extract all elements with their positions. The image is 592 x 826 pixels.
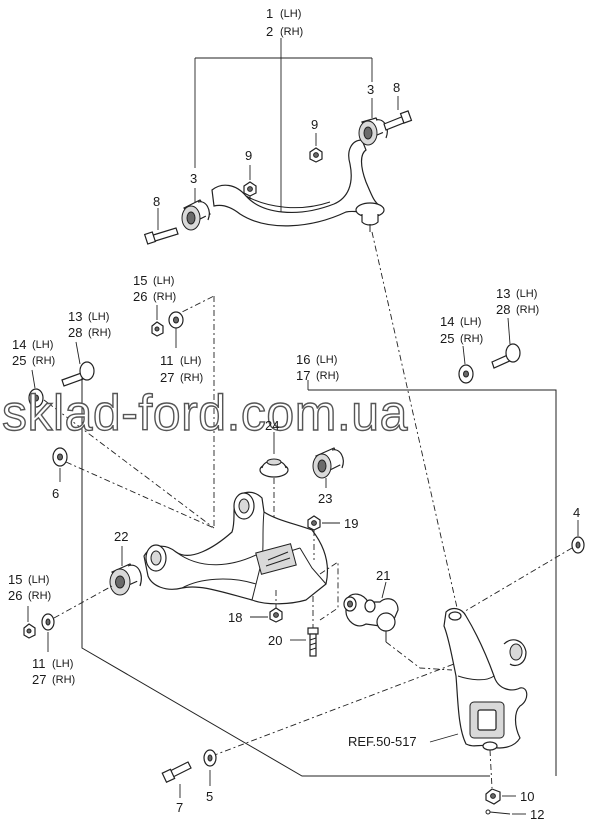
callout-11-top-side: (LH) bbox=[180, 355, 201, 367]
callout-13-right-side: (LH) bbox=[516, 288, 537, 300]
callout-26-top: 26 bbox=[133, 289, 147, 304]
callout-3-left: 3 bbox=[190, 171, 197, 186]
callout-5: 5 bbox=[206, 789, 213, 804]
callout-13-right: 13 bbox=[496, 286, 510, 301]
bottom-hardware-group bbox=[161, 663, 526, 815]
washer-4 bbox=[571, 520, 585, 554]
callout-23: 23 bbox=[318, 491, 332, 506]
callout-24: 24 bbox=[265, 418, 279, 433]
callout-28-right: 28 bbox=[496, 302, 510, 317]
callout-15-bottom: 15 bbox=[8, 572, 22, 587]
washer-14-right bbox=[458, 345, 474, 384]
callout-15-bottom-side: (LH) bbox=[28, 574, 49, 586]
upper-arm-group bbox=[143, 38, 413, 245]
callout-9-right: 9 bbox=[311, 117, 318, 132]
callout-6: 6 bbox=[52, 486, 59, 501]
callout-9-left: 9 bbox=[245, 148, 252, 163]
callout-10: 10 bbox=[520, 789, 534, 804]
callout-7: 7 bbox=[176, 800, 183, 815]
reference-label: REF.50-517 bbox=[348, 734, 417, 749]
callout-15-top-side: (LH) bbox=[153, 275, 174, 287]
bolt-8-right bbox=[383, 96, 413, 131]
bump-stop-24 bbox=[259, 432, 289, 524]
callout-11-bottom: 11 bbox=[32, 656, 46, 671]
nut-9-right bbox=[309, 133, 323, 163]
callout-21: 21 bbox=[376, 568, 390, 583]
nut-19 bbox=[307, 515, 340, 560]
callout-11-bottom-side: (LH) bbox=[52, 658, 73, 670]
callout-17-side: (RH) bbox=[316, 370, 339, 382]
callout-16-side: (LH) bbox=[316, 354, 337, 366]
callout-26-top-side: (RH) bbox=[153, 291, 176, 303]
lower-arm-group bbox=[109, 432, 344, 657]
nut-10 bbox=[485, 749, 516, 805]
callout-1: 1 bbox=[266, 6, 273, 21]
callout-13-left-side: (LH) bbox=[88, 311, 109, 323]
callout-25-right-side: (RH) bbox=[460, 333, 483, 345]
bolt-13-left bbox=[61, 341, 95, 387]
callout-26-bottom: 26 bbox=[8, 588, 22, 603]
right-hardware-group bbox=[307, 317, 585, 776]
callout-2-side: (RH) bbox=[280, 26, 303, 38]
callout-28-left: 28 bbox=[68, 325, 82, 340]
cotter-pin-12 bbox=[485, 809, 526, 815]
callout-18: 18 bbox=[228, 610, 242, 625]
upper-bushing-right bbox=[358, 117, 388, 146]
upper-bushing-left bbox=[181, 199, 211, 231]
callout-27-bottom: 27 bbox=[32, 672, 46, 687]
left-hardware-group bbox=[28, 295, 490, 777]
bushing-23 bbox=[312, 447, 344, 488]
callout-labels: 1 (LH) 2 (RH) 3 8 9 9 3 8 15 (LH) 26 (RH… bbox=[8, 6, 580, 822]
bolt-8-left bbox=[143, 208, 179, 245]
callout-2: 2 bbox=[266, 24, 273, 39]
callout-16: 16 bbox=[296, 352, 310, 367]
upper-control-arm bbox=[211, 139, 381, 227]
washer-5 bbox=[203, 749, 217, 786]
callout-17: 17 bbox=[296, 368, 310, 383]
callout-22: 22 bbox=[114, 529, 128, 544]
callout-1-side: (LH) bbox=[280, 8, 301, 20]
callout-28-right-side: (RH) bbox=[516, 304, 539, 316]
washer-14-left bbox=[28, 369, 44, 408]
bolt-13-right bbox=[491, 317, 521, 369]
callout-8-left: 8 bbox=[153, 194, 160, 209]
callout-15-top: 15 bbox=[133, 273, 147, 288]
ball-joint-21 bbox=[343, 581, 453, 671]
steering-knuckle bbox=[443, 607, 528, 751]
lower-control-arm bbox=[143, 491, 329, 605]
callout-14-left: 14 bbox=[12, 337, 26, 352]
callout-25-left: 25 bbox=[12, 353, 26, 368]
bolt-7 bbox=[161, 761, 192, 798]
callout-8-right: 8 bbox=[393, 80, 400, 95]
callout-14-right: 14 bbox=[440, 314, 454, 329]
washer-6 bbox=[52, 447, 68, 482]
callout-28-left-side: (RH) bbox=[88, 327, 111, 339]
callout-26-bottom-side: (RH) bbox=[28, 590, 51, 602]
watermark-text: sklad-ford.com.ua bbox=[2, 385, 408, 441]
bolt-20 bbox=[290, 596, 319, 657]
callout-27-top: 27 bbox=[160, 370, 174, 385]
callout-14-right-side: (LH) bbox=[460, 316, 481, 328]
callout-14-left-side: (LH) bbox=[32, 339, 53, 351]
callout-3-right: 3 bbox=[367, 82, 374, 97]
callout-13-left: 13 bbox=[68, 309, 82, 324]
callout-19: 19 bbox=[344, 516, 358, 531]
bushing-22 bbox=[109, 546, 142, 596]
callout-27-top-side: (RH) bbox=[180, 372, 203, 384]
callout-25-left-side: (RH) bbox=[32, 355, 55, 367]
callout-25-right: 25 bbox=[440, 331, 454, 346]
callout-11-top: 11 bbox=[160, 353, 174, 368]
nut-18 bbox=[250, 590, 283, 623]
callout-12: 12 bbox=[530, 807, 544, 822]
callout-27-bottom-side: (RH) bbox=[52, 674, 75, 686]
callout-4: 4 bbox=[573, 505, 580, 520]
lower-left-hardware bbox=[23, 585, 113, 652]
nut-9-left bbox=[243, 165, 257, 197]
callout-20: 20 bbox=[268, 633, 282, 648]
